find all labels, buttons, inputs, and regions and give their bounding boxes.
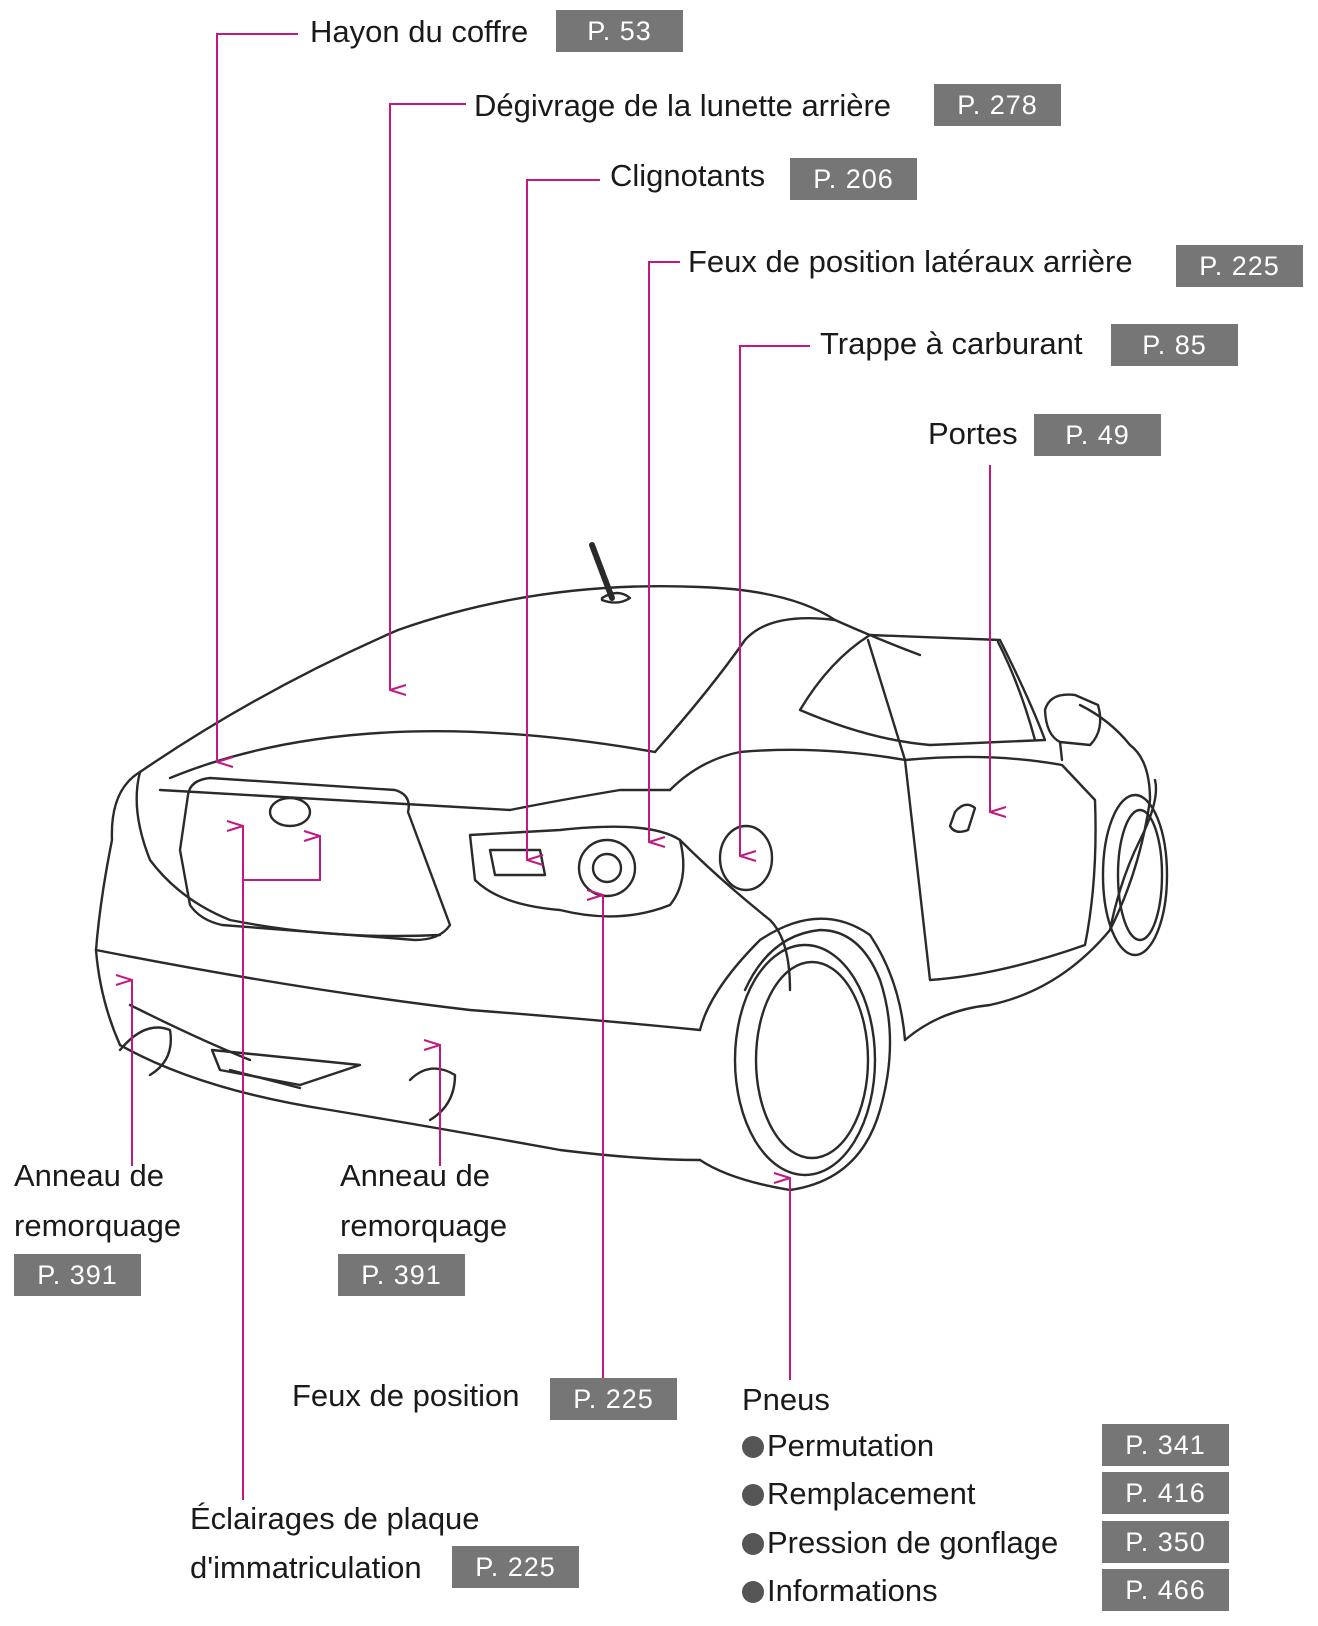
tires-replacement-page-ref[interactable]: P. 416 [1102,1472,1229,1514]
leader-lines [132,33,990,1500]
tail-lights-label: Feux de position [292,1378,520,1413]
leader-plate-lights-b [243,836,321,881]
rear-side-markers-label: Feux de position latéraux arrière [688,244,1133,279]
tires-rotation-page-ref[interactable]: P. 341 [1102,1424,1229,1466]
bullet-icon [742,1436,764,1458]
tires-item-pressure: Pression de gonflage [742,1527,1058,1558]
tow-eye-left-label-line1: Anneau de [14,1158,164,1193]
tires-item-pressure-label: Pression de gonflage [767,1525,1059,1560]
bullet-icon [742,1484,764,1506]
tires-information-page-ref[interactable]: P. 466 [1102,1569,1229,1611]
fuel-door-page-ref[interactable]: P. 85 [1111,324,1238,366]
turn-signals-page-ref[interactable]: P. 206 [790,158,917,200]
bullet-icon [742,1581,764,1603]
doors-page-ref[interactable]: P. 49 [1034,414,1161,456]
fuel-door-label: Trappe à carburant [820,326,1083,361]
tow-eye-right-label-line1: Anneau de [340,1158,490,1193]
doors-label: Portes [928,416,1018,451]
tires-title: Pneus [742,1382,830,1417]
car-outline [94,542,1169,1192]
tow-eye-left-label-line2: remorquage [14,1208,182,1243]
rear-defogger-label: Dégivrage de la lunette arrière [474,88,892,123]
tires-item-replacement: Remplacement [742,1478,975,1509]
tow-eye-right-page-ref[interactable]: P. 391 [338,1254,465,1296]
tires-item-rotation-label: Permutation [767,1428,935,1463]
tow-eye-left-page-ref[interactable]: P. 391 [14,1254,141,1296]
tires-pressure-page-ref[interactable]: P. 350 [1102,1521,1229,1563]
plate-lights-label-line2: d'immatriculation [190,1550,422,1585]
tailgate-label: Hayon du coffre [310,14,529,49]
rear-side-markers-page-ref[interactable]: P. 225 [1176,245,1303,287]
plate-lights-page-ref[interactable]: P. 225 [452,1546,579,1588]
tailgate-page-ref[interactable]: P. 53 [556,10,683,52]
turn-signals-label: Clignotants [610,158,766,193]
tow-eye-right-label-line2: remorquage [340,1208,508,1243]
leader-tailgate [216,33,298,762]
leader-rear-side-markers [648,261,680,842]
tires-item-information: Informations [742,1575,938,1606]
leader-rear-defogger [389,103,466,690]
tail-lights-page-ref[interactable]: P. 225 [550,1378,677,1420]
tires-item-rotation: Permutation [742,1430,934,1461]
leader-turn-signals [526,179,600,860]
tires-item-information-label: Informations [767,1573,938,1608]
plate-lights-label-line1: Éclairages de plaque [190,1501,480,1536]
bullet-icon [742,1533,764,1555]
rear-defogger-page-ref[interactable]: P. 278 [934,84,1061,126]
leader-fuel-door [739,345,810,856]
tires-item-replacement-label: Remplacement [767,1476,976,1511]
